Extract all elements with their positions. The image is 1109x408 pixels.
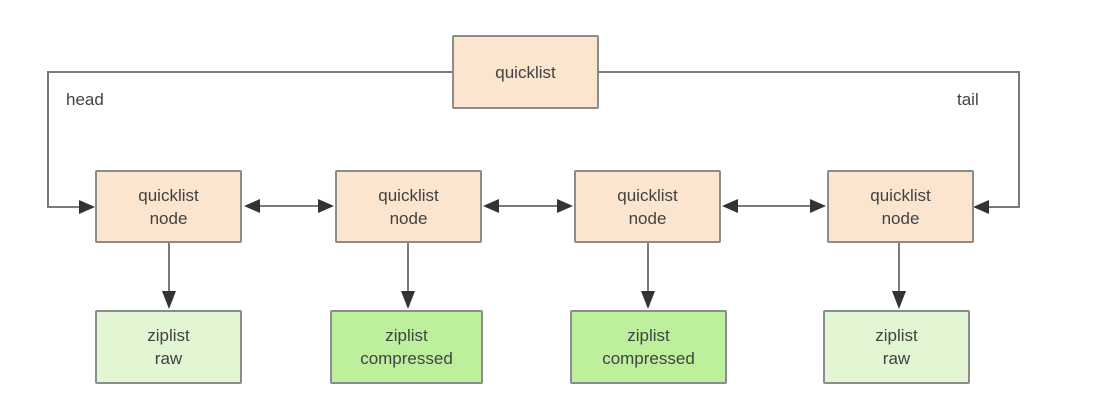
- quicklist-box: quicklist: [452, 35, 599, 109]
- node-label-line: node: [389, 208, 428, 228]
- quicklist-node-box: quicklist node: [95, 170, 242, 243]
- node-to-ziplist-arrow: [401, 243, 415, 309]
- ziplist-label-line: ziplist: [875, 326, 918, 345]
- quicklist-node-box: quicklist node: [574, 170, 721, 243]
- node-label-line: node: [149, 208, 188, 228]
- ziplist-raw-box: ziplist raw: [823, 310, 970, 384]
- node-label-line: node: [628, 208, 667, 228]
- node-label-line: quicklist: [617, 185, 678, 205]
- tail-label: tail: [957, 90, 979, 109]
- ziplist-label-line: ziplist: [627, 326, 670, 345]
- ziplist-label-line: raw: [882, 349, 911, 368]
- node-to-ziplist-arrow: [641, 243, 655, 309]
- node-label-line: quicklist: [378, 185, 439, 205]
- ziplist-label-line: ziplist: [385, 326, 428, 345]
- ziplist-compressed-box: ziplist compressed: [330, 310, 483, 384]
- head-label: head: [66, 90, 104, 109]
- quicklist-node-box: quicklist node: [827, 170, 974, 243]
- node-label-line: quicklist: [870, 185, 931, 205]
- node-label-line: node: [881, 208, 920, 228]
- node-to-ziplist-arrow: [162, 243, 176, 309]
- node-label-line: quicklist: [138, 185, 199, 205]
- node-link-arrow: [722, 199, 826, 213]
- ziplist-label-line: ziplist: [147, 326, 190, 345]
- node-to-ziplist-arrow: [892, 243, 906, 309]
- ziplist-raw-box: ziplist raw: [95, 310, 242, 384]
- ziplist-label-line: compressed: [602, 349, 695, 368]
- ziplist-label-line: compressed: [360, 349, 453, 368]
- quicklist-box-label: quicklist: [495, 62, 556, 82]
- ziplist-label-line: raw: [154, 349, 183, 368]
- ziplist-compressed-box: ziplist compressed: [570, 310, 727, 384]
- node-link-arrow: [483, 199, 573, 213]
- node-link-arrow: [244, 199, 334, 213]
- quicklist-node-box: quicklist node: [335, 170, 482, 243]
